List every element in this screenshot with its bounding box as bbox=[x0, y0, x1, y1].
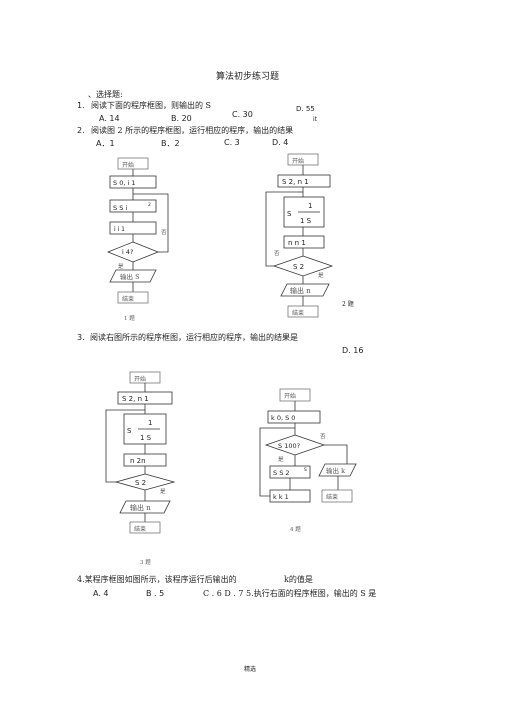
fig4-cond: S 100? bbox=[278, 442, 300, 450]
fig3-numerator: 1 bbox=[148, 419, 152, 427]
fig2-cond: S 2 bbox=[293, 263, 304, 271]
fig2-numerator: 1 bbox=[308, 202, 312, 210]
q3-option-d: D. 16 bbox=[342, 346, 364, 355]
q1-option-d: D. 55 bbox=[296, 105, 315, 113]
fig1-assign-sup: 2 bbox=[148, 202, 151, 208]
q2-text: 阅读图 2 所示的程序框图，运行相应的程序，输出的结果 bbox=[91, 126, 294, 135]
fig2-output-shape bbox=[280, 283, 330, 297]
q2-option-a: A．1 bbox=[96, 139, 115, 148]
fig3-caption: 3 题 bbox=[140, 559, 151, 566]
fig3-output-shape bbox=[119, 500, 171, 514]
section-heading: 、选择题: bbox=[88, 90, 123, 99]
fig2-end: 结束 bbox=[292, 309, 304, 317]
fig4-assign: S S 2 bbox=[273, 469, 290, 477]
flowchart-fig3: 开始 S 2, n 1 S 1 1 S n 2n S 2 是 输出 n 结束 3… bbox=[105, 371, 176, 566]
fig3-denominator: 1 S bbox=[140, 434, 152, 442]
q2-option-c: C. 3 bbox=[224, 138, 240, 147]
fig2-output: 输出 n bbox=[290, 286, 311, 295]
q1-number: 1. bbox=[77, 101, 85, 110]
fig4-end: 结束 bbox=[326, 493, 338, 501]
fig4-init-box bbox=[267, 410, 321, 424]
fig4-init: k 0, S 0 bbox=[271, 414, 295, 422]
flowchart-fig2: 开始 S 2, n 1 S 1 1 S n n 1 S 2 否 是 输出 n 结… bbox=[265, 153, 334, 318]
fig3-cond: S 2 bbox=[135, 479, 146, 487]
fig1-cond: i 4? bbox=[122, 248, 133, 256]
fig4-no: 否 bbox=[320, 433, 326, 440]
fig2-incr-box bbox=[283, 235, 325, 249]
fig1-output: 输出 S bbox=[120, 272, 140, 281]
fig3-start: 开始 bbox=[134, 375, 146, 383]
fig2-no: 否 bbox=[274, 250, 280, 257]
q4-option-b: B . 5 bbox=[146, 589, 165, 598]
q4-option-a: A. 4 bbox=[93, 589, 109, 598]
fig4-incr: k k 1 bbox=[273, 493, 289, 501]
fig1-caption: 1 题 bbox=[124, 315, 135, 322]
fig2-end-box bbox=[287, 305, 319, 318]
q4-option-cd-q5: C . 6 D . 7 5.执行右面的程序框图，输出的 S 是 bbox=[203, 589, 377, 598]
q3-text: 阅读右图所示的程序框图，运行相应的程序，输出的结果是 bbox=[90, 333, 298, 342]
fig2-denominator: 1 S bbox=[300, 217, 312, 225]
fig1-end-box bbox=[117, 291, 149, 304]
fig4-assign-sup: S bbox=[304, 467, 307, 473]
fig1-no: 否 bbox=[161, 229, 167, 236]
fig1-yes: 是 bbox=[118, 263, 124, 270]
q1-option-a: A. 14 bbox=[99, 114, 120, 123]
q1-text: 阅读下面的程序框图，则输出的 S bbox=[91, 101, 212, 110]
fig3-yes: 是 bbox=[160, 488, 166, 495]
fig2-start: 开始 bbox=[292, 157, 304, 165]
fig2-s-lhs: S bbox=[287, 210, 292, 218]
q2-option-b: B．2 bbox=[161, 139, 180, 148]
fig4-yes: 是 bbox=[278, 456, 284, 463]
page-title: 算法初步练习题 bbox=[216, 72, 280, 82]
fig2-incr: n n 1 bbox=[288, 239, 306, 247]
fig3-init: S 2, n 1 bbox=[122, 395, 149, 403]
fig1-end: 结束 bbox=[122, 295, 134, 303]
fig4-output-shape bbox=[318, 463, 357, 477]
q2-number: 2. bbox=[77, 126, 85, 135]
fig4-output: 输出 k bbox=[326, 466, 345, 475]
fig1-output-shape bbox=[109, 269, 157, 283]
fig2-assign-box bbox=[283, 196, 325, 228]
fig3-end: 结束 bbox=[134, 525, 146, 533]
q1-option-c: C. 30 bbox=[232, 110, 253, 119]
q1-mark: it bbox=[313, 116, 318, 123]
fig1-init: S 0, i 1 bbox=[113, 179, 135, 187]
fig1-incr: i i 1 bbox=[114, 226, 125, 233]
fig3-output: 输出 n bbox=[130, 503, 151, 512]
q2-option-d: D. 4 bbox=[272, 138, 289, 147]
flowchart-fig1: 开始 S 0, i 1 S S i 2 i i 1 i 4? 否 是 输出 S … bbox=[106, 157, 169, 322]
page-footer: 精选 bbox=[244, 666, 257, 673]
fig3-s-lhs: S bbox=[127, 427, 132, 435]
fig2-init: S 2, n 1 bbox=[282, 178, 309, 186]
fig2-caption: 2 题 bbox=[342, 301, 354, 308]
fig4-end-box bbox=[321, 489, 353, 503]
q4-text: 4.某程序框图如图所示，该程序运行后输出的 bbox=[77, 575, 237, 584]
flowchart-fig4: 开始 k 0, S 0 S 100? 否 是 S S 2 S 输出 k 结束 k… bbox=[259, 388, 357, 533]
fig1-assign: S S i bbox=[113, 204, 127, 212]
fig4-start: 开始 bbox=[284, 392, 296, 400]
q1-option-b: B. 20 bbox=[171, 114, 192, 123]
fig2-init-box bbox=[277, 174, 331, 188]
q3-number: 3. bbox=[77, 333, 85, 342]
fig3-incr: n 2n bbox=[130, 457, 146, 465]
fig4-caption: 4 题 bbox=[290, 526, 301, 533]
fig3-end-box bbox=[129, 521, 161, 534]
fig2-yes: 是 bbox=[318, 272, 324, 279]
fig1-start: 开始 bbox=[122, 161, 134, 169]
q4-text-tail: k的值是 bbox=[284, 575, 313, 584]
